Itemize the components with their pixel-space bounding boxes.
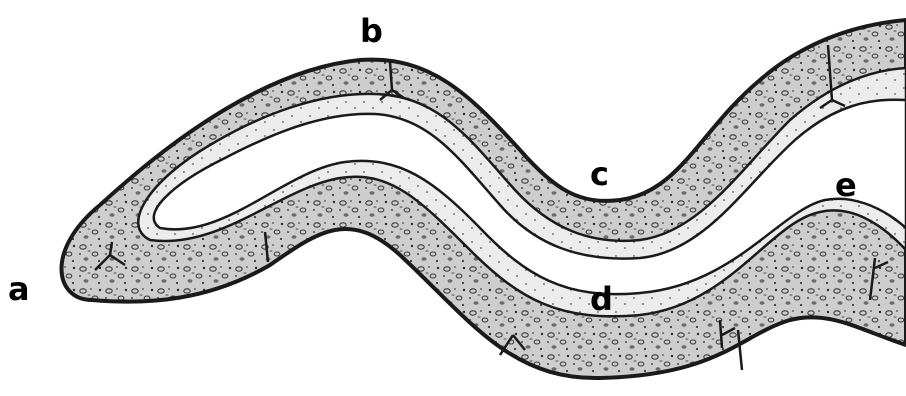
label-d: d — [590, 280, 613, 318]
label-e: e — [835, 166, 857, 204]
label-c: c — [590, 155, 609, 193]
label-a: a — [8, 270, 30, 308]
label-b: b — [360, 12, 383, 50]
